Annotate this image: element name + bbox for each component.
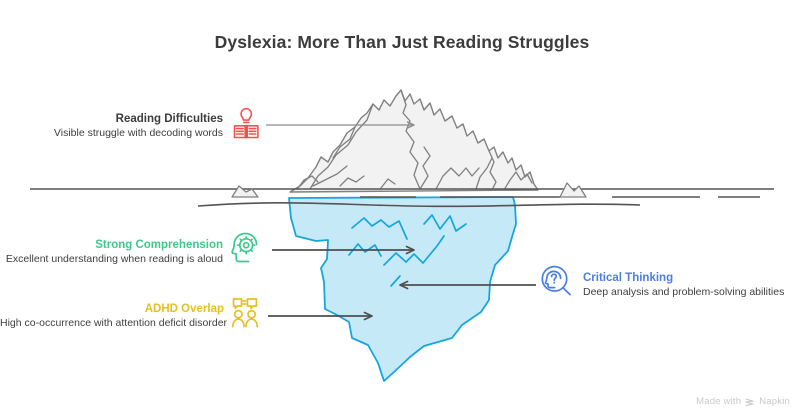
callout-description: Excellent understanding when reading is …: [5, 253, 223, 265]
magnifier-head-question-icon: [541, 265, 571, 296]
callout-title: Reading Difficulties: [115, 113, 223, 125]
napkin-logo-icon: [745, 397, 755, 407]
callout-description: Visible struggle with decoding words: [53, 127, 223, 139]
ice-floe-right: [559, 182, 587, 198]
iceberg-underwater-shape: [288, 196, 517, 382]
callout-title: Strong Comprehension: [95, 239, 223, 251]
callout-description: Deep analysis and problem-solving abilit…: [583, 286, 785, 298]
callout-description: High co-occurrence with attention defici…: [0, 317, 228, 329]
callout-title: ADHD Overlap: [144, 303, 224, 315]
waterline-group: [30, 182, 774, 208]
callout-critical-thinking: Critical Thinking Deep analysis and prob…: [583, 271, 798, 299]
callout-strong-comprehension: Strong Comprehension Excellent understan…: [0, 238, 223, 266]
napkin-watermark: Made with Napkin: [696, 396, 790, 407]
iceberg-above-water: [289, 89, 539, 193]
callout-reading-difficulties: Reading Difficulties Visible struggle wi…: [18, 112, 223, 140]
waterline-swell: [197, 202, 641, 208]
callout-title: Critical Thinking: [583, 272, 674, 284]
iceberg-peak-facets: [297, 89, 533, 191]
two-people-icon: [231, 298, 259, 328]
iceberg-below-water: [288, 196, 517, 382]
open-book-lightbulb-icon: [233, 108, 259, 139]
watermark-prefix: Made with: [696, 396, 742, 407]
head-gear-icon: [231, 232, 258, 263]
callout-adhd-overlap: ADHD Overlap High co-occurrence with att…: [0, 302, 228, 330]
ice-floe-left: [231, 185, 259, 198]
page-title: Dyslexia: More Than Just Reading Struggl…: [214, 32, 590, 52]
watermark-brand: Napkin: [759, 396, 790, 407]
